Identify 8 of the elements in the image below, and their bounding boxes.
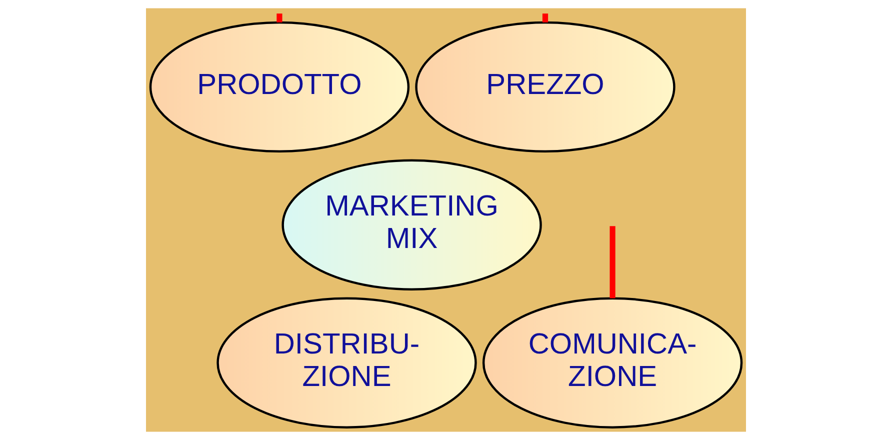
connector [609, 226, 615, 298]
node-ellipse: PRODOTTO [148, 21, 410, 153]
node-ellipse: DISTRIBU- ZIONE [216, 297, 476, 428]
node-ellipse: PREZZO [414, 21, 675, 153]
connector [276, 14, 282, 22]
node-ellipse: MARKETING MIX [281, 159, 542, 290]
node-ellipse: COMUNICA- ZIONE [482, 297, 742, 428]
connector [542, 14, 548, 22]
